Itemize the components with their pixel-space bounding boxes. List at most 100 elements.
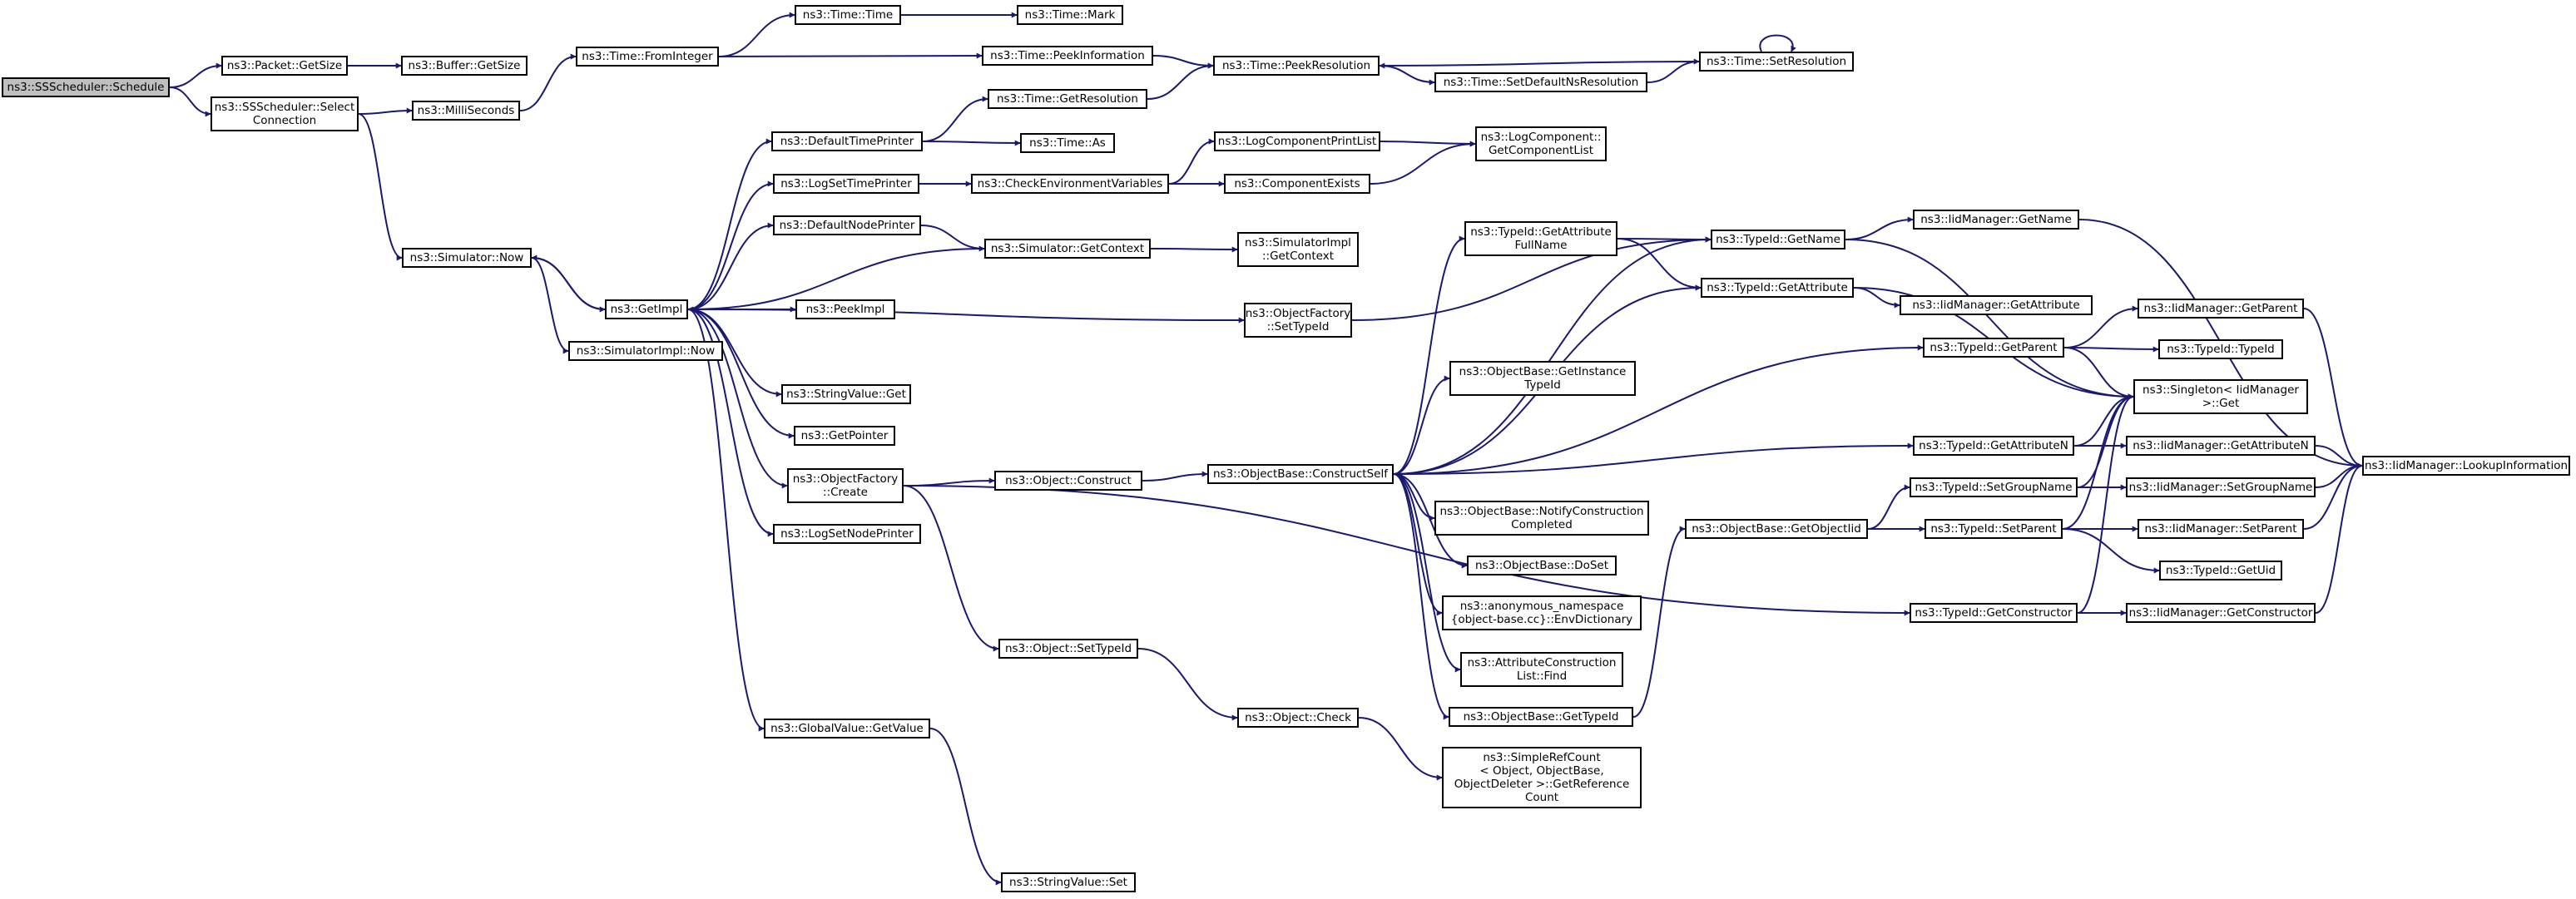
node-time-mark[interactable]: ns3::Time::Mark [1017,5,1123,25]
node-componentexists[interactable]: ns3::ComponentExists [1224,174,1370,194]
node-iidmanager-lookupinformation[interactable]: ns3::IidManager::LookupInformation [2362,456,2570,476]
node-time-peekinformation[interactable]: ns3::Time::PeekInformation [982,46,1153,66]
node-globalvalue-getvalue[interactable]: ns3::GlobalValue::GetValue [764,719,930,738]
node-iidmanager-getconstructor[interactable]: ns3::IidManager::GetConstructor [2126,603,2316,623]
call-edge [2062,528,2160,574]
call-edge [903,485,999,652]
call-edge [1152,55,1214,69]
node-time-setresolution[interactable]: ns3::Time::SetResolution [1699,52,1854,72]
call-edges [169,12,2363,886]
call-edge [1168,138,1215,185]
node-typeid-getattribute[interactable]: ns3::TypeId::GetAttribute [1701,278,1854,298]
node-simulatorimpl-now[interactable]: ns3::SimulatorImpl::Now [568,341,723,361]
node-milliseconds[interactable]: ns3::MilliSeconds [412,101,520,121]
node-packet-getsize[interactable]: ns3::Packet::GetSize [221,56,348,76]
node-defaultnodeprinter[interactable]: ns3::DefaultNodePrinter [773,215,921,235]
node-defaulttimeprinter[interactable]: ns3::DefaultTimePrinter [771,131,923,151]
node-anonymous-namespace-envdictionary[interactable]: ns3::anonymous_namespace {object-base.cc… [1442,595,1642,630]
call-edge [718,12,795,57]
call-edge [358,107,413,115]
node-iidmanager-setgroupname[interactable]: ns3::IidManager::SetGroupName [2126,477,2316,497]
node-typeid-typeid[interactable]: ns3::TypeId::TypeId [2158,339,2283,359]
node-iidmanager-setparent[interactable]: ns3::IidManager::SetParent [2138,519,2304,539]
node-time-peekresolution[interactable]: ns3::Time::PeekResolution [1213,56,1380,76]
call-edge [1380,141,1476,147]
node-objectbase-getobjectiid[interactable]: ns3::ObjectBase::GetObjectIid [1685,519,1868,539]
node-time-as[interactable]: ns3::Time::As [1020,133,1115,153]
call-edge [1632,526,1686,718]
call-edge [920,225,985,252]
node-time-frominteger[interactable]: ns3::Time::FromInteger [576,47,719,67]
call-edge [1393,473,1449,720]
node-simplerefcount-getreferencecount[interactable]: ns3::SimpleRefCount < Object, ObjectBase… [1442,747,1642,808]
call-edge [1393,236,1712,475]
node-logsetnodeprinter[interactable]: ns3::LogSetNodePrinter [773,524,921,544]
node-iidmanager-getattribute[interactable]: ns3::IidManager::GetAttribute [1900,295,2093,315]
node-attributeconstructionlist-find[interactable]: ns3::AttributeConstruction List::Find [1460,652,1623,687]
node-stringvalue-get[interactable]: ns3::StringValue::Get [781,384,911,404]
node-simulatorimpl-getcontext[interactable]: ns3::SimulatorImpl ::GetContext [1237,232,1359,267]
node-object-check[interactable]: ns3::Object::Check [1237,708,1359,728]
node-singleton-iidmanager-get[interactable]: ns3::Singleton< IidManager >::Get [2133,379,2308,414]
node-time-setdefaultnsresolution[interactable]: ns3::Time::SetDefaultNsResolution [1434,72,1647,92]
node-objectbase-doset[interactable]: ns3::ObjectBase::DoSet [1467,556,1617,575]
node-getimpl[interactable]: ns3::GetImpl [605,299,688,319]
node-objectbase-notifyconstructioncompleted[interactable]: ns3::ObjectBase::NotifyConstruction Comp… [1434,501,1649,536]
call-edge [2063,346,2159,353]
node-logcomponent-getcomponentlist[interactable]: ns3::LogComponent:: GetComponentList [1475,126,1607,161]
node-objectfactory-settypeid[interactable]: ns3::ObjectFactory ::SetTypeId [1244,303,1352,338]
call-edge [2315,445,2363,469]
call-edge [1393,473,1461,673]
call-edge [929,728,1002,886]
node-buffer-getsize[interactable]: ns3::Buffer::GetSize [401,56,528,76]
call-edge [2062,393,2134,530]
node-objectbase-constructself[interactable]: ns3::ObjectBase::ConstructSelf [1207,464,1394,484]
node-peekimpl[interactable]: ns3::PeekImpl [795,299,895,319]
call-edge [922,140,1021,146]
call-edge [687,309,774,537]
call-edge [687,222,774,310]
call-edge [1393,375,1450,475]
call-edge [687,248,985,313]
node-logsettimeprinter[interactable]: ns3::LogSetTimePrinter [773,174,919,194]
node-iidmanager-getattributen[interactable]: ns3::IidManager::GetAttributeN [2126,436,2316,456]
node-simulator-now[interactable]: ns3::Simulator::Now [402,248,532,268]
node-time-getresolution[interactable]: ns3::Time::GetResolution [988,89,1147,109]
call-edge [531,257,569,354]
call-edge [1759,34,1796,52]
call-edge [1379,65,1435,86]
node-typeid-getparent[interactable]: ns3::TypeId::GetParent [1923,338,2064,358]
node-objectbase-getinstancetypeid[interactable]: ns3::ObjectBase::GetInstance TypeId [1449,361,1636,396]
node-logcomponentprintlist[interactable]: ns3::LogComponentPrintList [1214,131,1380,151]
node-object-settypeid[interactable]: ns3::Object::SetTypeId [998,639,1138,659]
node-stringvalue-set[interactable]: ns3::StringValue::Set [1001,872,1136,892]
call-edge [687,309,765,732]
call-edge [718,52,983,59]
node-typeid-setparent[interactable]: ns3::TypeId::SetParent [1925,519,2063,539]
node-typeid-getattributefullname[interactable]: ns3::TypeId::GetAttribute FullName [1464,221,1617,256]
call-edge [1379,61,1700,69]
node-objectbase-gettypeid[interactable]: ns3::ObjectBase::GetTypeId [1449,707,1633,727]
node-time-time[interactable]: ns3::Time::Time [795,5,901,25]
node-typeid-setgroupname[interactable]: ns3::TypeId::SetGroupName [1910,477,2078,497]
node-getpointer[interactable]: ns3::GetPointer [794,426,895,446]
call-edge [922,96,988,142]
call-edge [358,113,403,261]
call-edge [2303,308,2363,469]
node-ssscheduler-select-connection[interactable]: ns3::SSScheduler::Select Connection [211,96,359,131]
node-iidmanager-getname[interactable]: ns3::IidManager::GetName [1913,210,2079,230]
node-typeid-getuid[interactable]: ns3::TypeId::GetUid [2159,561,2282,580]
call-edge [1845,216,1914,240]
node-typeid-getconstructor[interactable]: ns3::TypeId::GetConstructor [1910,603,2078,623]
call-edge [1845,239,2134,400]
node-typeid-getattributen[interactable]: ns3::TypeId::GetAttributeN [1913,436,2074,456]
node-typeid-getname[interactable]: ns3::TypeId::GetName [1711,230,1845,249]
node-checkenvironmentvariables[interactable]: ns3::CheckEnvironmentVariables [971,174,1169,194]
node-simulator-getcontext[interactable]: ns3::Simulator::GetContext [984,239,1151,259]
call-edge [903,485,1910,616]
node-iidmanager-getparent[interactable]: ns3::IidManager::GetParent [2138,299,2304,319]
node-objectfactory-create[interactable]: ns3::ObjectFactory ::Create [787,468,904,503]
call-edge [687,309,1245,324]
call-edge [2315,462,2363,614]
node-object-construct[interactable]: ns3::Object::Construct [994,471,1142,491]
